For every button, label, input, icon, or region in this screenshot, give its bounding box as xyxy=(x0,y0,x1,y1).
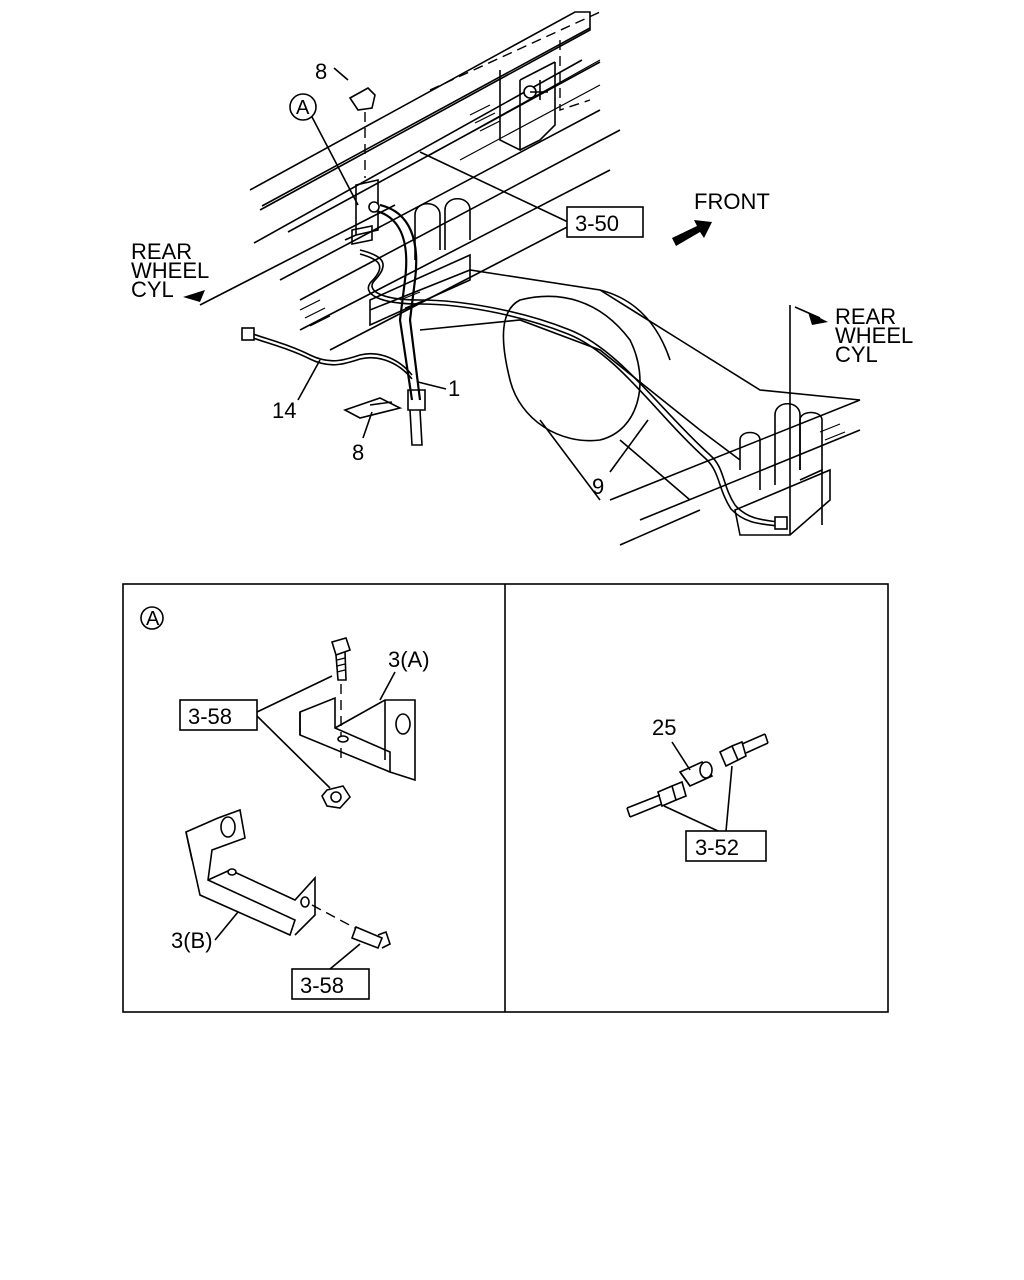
ref-3-52-text: 3-52 xyxy=(695,835,739,860)
leader-lines xyxy=(297,67,791,535)
part-14: 14 xyxy=(272,398,296,423)
callout-a-top-letter: A xyxy=(296,97,310,119)
ref-3-58-upper-text: 3-58 xyxy=(188,704,232,729)
right-arrow-icon xyxy=(794,306,828,325)
front-label: FRONT xyxy=(694,189,770,214)
ref-3-50-text: 3-50 xyxy=(575,211,619,236)
part-25: 25 xyxy=(652,715,676,740)
callout-a-panel: A xyxy=(140,606,164,630)
ref-3-58-lower-box[interactable]: 3-58 xyxy=(291,968,370,1000)
rear-wheel-cyl-right-label: REAR WHEEL CYL xyxy=(835,304,913,367)
part-9: 9 xyxy=(592,474,604,499)
detail-a-panel: A 3(A) 3-58 xyxy=(140,606,430,1000)
ref-3-52-box[interactable]: 3-52 xyxy=(685,830,767,862)
front-arrow-icon xyxy=(672,220,712,246)
rwc-left-line-1: REAR xyxy=(131,239,192,264)
rwc-right-line-1: REAR xyxy=(835,304,896,329)
part-8-top: 8 xyxy=(315,59,327,84)
brake-lines xyxy=(199,87,788,530)
rear-axle xyxy=(369,197,861,546)
ref-3-58-upper-box[interactable]: 3-58 xyxy=(179,699,258,731)
union-panel: 25 3-52 xyxy=(626,715,769,862)
callout-a-panel-letter: A xyxy=(146,608,160,630)
ref-3-50-box[interactable]: 3-50 xyxy=(566,206,644,238)
part-3a: 3(A) xyxy=(388,647,430,672)
part-8-bottom: 8 xyxy=(352,440,364,465)
callout-a-top: A xyxy=(289,93,317,121)
left-arrow-icon xyxy=(183,290,205,302)
rwc-right-line-3: CYL xyxy=(835,342,878,367)
part-3b: 3(B) xyxy=(171,928,213,953)
detail-panels-frame xyxy=(122,583,889,1013)
rwc-left-line-3: CYL xyxy=(131,277,174,302)
rwc-right-line-2: WHEEL xyxy=(835,323,913,348)
ref-3-58-lower-text: 3-58 xyxy=(300,973,344,998)
rear-wheel-cyl-left-label: REAR WHEEL CYL xyxy=(131,239,209,302)
rwc-left-line-2: WHEEL xyxy=(131,258,209,283)
frame-rail xyxy=(249,11,621,351)
part-1: 1 xyxy=(448,376,460,401)
